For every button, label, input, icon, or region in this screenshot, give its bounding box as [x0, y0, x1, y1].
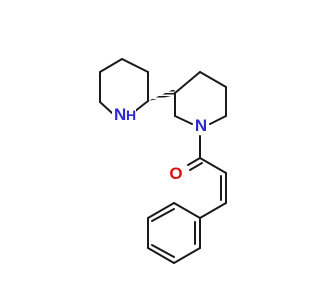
carbonyl-o-atom: O — [168, 164, 184, 183]
carbonyl-o-label: O — [169, 164, 182, 183]
nh-h-label: H — [126, 107, 136, 123]
molecule-structure: N H N O — [99, 58, 227, 264]
stereo-hash-bond — [148, 89, 176, 101]
phenyl-ring — [147, 202, 201, 264]
amide-n-label: N — [195, 116, 207, 135]
nh-atom: N H — [112, 104, 136, 124]
amide-n-atom: N — [193, 116, 209, 135]
acyl-chain — [187, 135, 227, 219]
n-acyl-piperidine-ring — [174, 71, 227, 125]
nh-n-label: N — [114, 105, 126, 124]
piperidine-ring — [99, 58, 149, 114]
